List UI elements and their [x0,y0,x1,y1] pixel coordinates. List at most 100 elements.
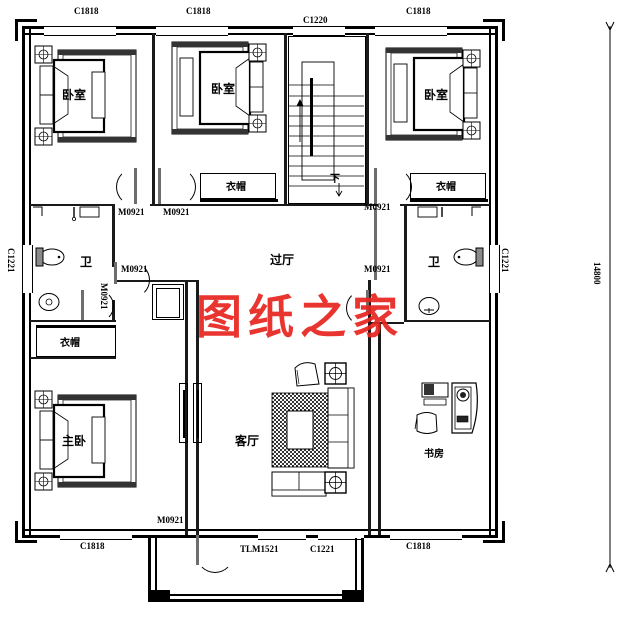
corner-nib-top-right-v [502,19,505,41]
window-label-bottom-1: C1818 [80,541,105,551]
closet-right-bottombar [410,199,488,202]
window-top-4 [375,26,447,36]
bath-left-corner-mark [33,206,43,216]
door-leaf-bath-right [366,290,369,312]
exterior-wall-top-inner [22,33,498,35]
window-left [22,245,33,293]
exterior-wall-top [22,26,498,29]
door-leaf-master-bottom [196,535,199,565]
bedroom-1-bed [39,58,106,134]
door-swing-bath-left [82,290,114,322]
window-right [489,245,500,293]
bedroom-3-nightstand-top [462,49,481,68]
bedroom-2-bed [179,50,264,126]
living-room-sidetable-bottom [324,471,347,494]
closet-right-label: 衣帽 [436,182,456,193]
bath-right-sink [418,297,440,315]
living-room-loveseat [271,471,327,497]
sliding-door-leaf-b [197,390,199,438]
corner-nib-bot-right [502,521,505,543]
interior-wall-v-bed2-stairs [284,33,287,205]
master-nightstand-bottom [34,472,53,491]
stairs-down-label: 下 [330,174,340,185]
corner-nib-top-right [483,19,505,22]
hallway-label: 过厅 [270,253,295,267]
interior-wall-v-bath-left-right2 [112,300,115,322]
door-leaf-bedroom-1 [134,168,137,204]
bath-left-sink [38,293,60,311]
sliding-door-leaf-a [183,390,185,438]
stair-treads [288,61,364,187]
bath-right-label: 卫 [428,255,441,269]
interior-wall-v-stairs-bed3 [366,33,369,205]
door-box-left-bath-inner [156,288,180,318]
study-desk [421,382,478,434]
interior-wall-h-closet-left-bottom [30,357,116,359]
interior-wall-h-upper-mid [150,204,268,206]
interior-wall-h-living-right [368,322,404,324]
sliding-door-panel-b [193,383,202,443]
door-label-bedroom-2: M0921 [163,207,190,217]
door-swing-bedroom-2 [158,168,196,206]
window-top-1 [44,26,116,36]
master-nightstand-top [34,390,53,409]
living-room-label: 客厅 [235,434,260,448]
watermark-text: 图纸之家 [196,290,404,344]
bedroom-2-label: 卧室 [211,82,236,96]
study-chair [414,412,438,434]
living-room-rug [271,392,329,468]
interior-wall-v-hall-right-2 [378,322,381,535]
interior-wall-v-hall-right [368,280,371,535]
corner-nib-bot-left [15,521,18,543]
door-label-bath-left-vertical: M0921 [99,283,109,310]
bedroom-3-nightstand-bottom [462,121,481,140]
interior-wall-h-bath-left-bottom [30,320,116,322]
bedroom-1-label: 卧室 [62,88,87,102]
interior-wall-h-bath-left-to-living [114,280,198,282]
door-label-bedroom-1: M0921 [118,207,145,217]
window-label-bottom-3: C1221 [310,544,335,554]
living-room-sidetable-top [324,362,347,385]
interior-wall-h-upper-right [400,204,490,206]
exterior-wall-bottom-inner [22,529,498,531]
master-bedroom-bed [39,403,106,479]
interior-wall-h-upper-stair [268,204,378,206]
door-label-living-bottom: M0921 [157,515,184,525]
interior-wall-v-master-living [185,280,188,535]
door-leaf-right-vertical [374,208,377,280]
door-leaf-bedroom-2 [158,168,161,204]
window-top-2 [156,26,228,36]
window-label-bottom-2: TLM1521 [240,544,279,554]
bath-right-shower-fixture [417,206,443,218]
closet-left-topbar [36,325,116,328]
living-room-sofa-main [327,387,355,469]
interior-wall-v-bath-right-left [404,204,407,322]
overall-dimension-label: 14800 [592,262,602,285]
stair-handrail [310,78,313,156]
window-label-left: C1221 [6,248,16,273]
window-bottom-tlm [258,530,306,540]
window-label-top-2: C1818 [186,6,211,16]
overall-dimension-line [605,21,615,573]
closet-mid-label: 衣帽 [226,182,246,193]
porch-wall-right [361,538,364,602]
interior-wall-h-bath-right-bottom [404,320,490,322]
window-bottom-4 [390,530,462,540]
bedroom-3-label: 卧室 [424,88,449,102]
sliding-door-panel-a [179,383,188,443]
door-swing-bedroom-1 [116,168,154,206]
door-swing-bath-right [346,290,382,326]
porch-wall-bottom-inner [155,594,357,596]
door-box-left-bath [152,284,184,320]
window-top-3 [293,26,345,36]
porch-wall-left [148,538,151,602]
door-leaf-bath-left [81,290,84,320]
door-leaf-bedroom-3 [374,168,377,204]
corner-nib-bot-right-h [483,540,505,543]
window-label-top-3: C1220 [303,15,328,25]
porch-wall-bottom [148,599,364,602]
porch-pillar-right [342,590,364,602]
porch-wall-right-inner [355,538,357,596]
window-label-top-4: C1818 [406,6,431,16]
